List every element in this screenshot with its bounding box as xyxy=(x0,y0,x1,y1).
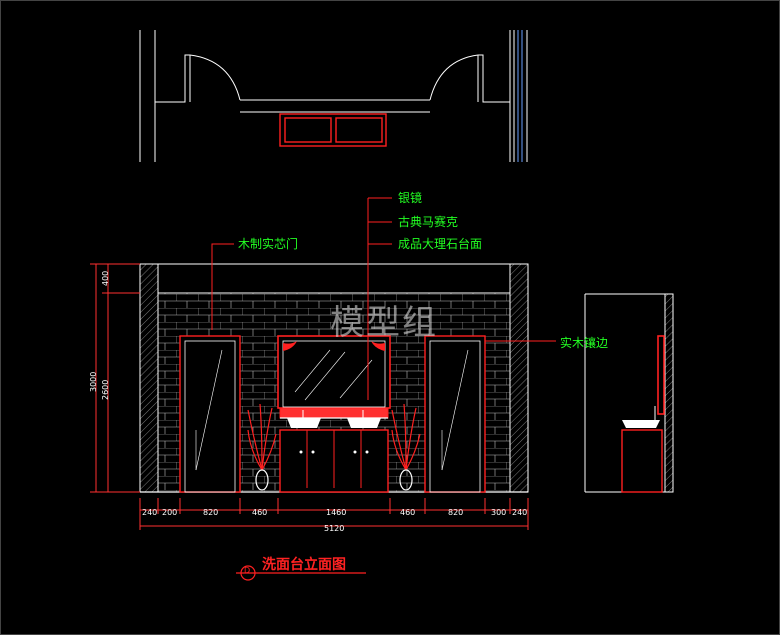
label-wood-edge: 实木镶边 xyxy=(560,336,609,350)
plan-view xyxy=(139,30,528,162)
dim-text-8: 300 xyxy=(491,508,507,517)
plan-vanity xyxy=(279,113,387,147)
dim-total-width: 5120 xyxy=(324,524,345,533)
leader-lines xyxy=(211,197,556,400)
title-block xyxy=(236,565,366,581)
left-door xyxy=(179,335,241,493)
dim-text-7: 820 xyxy=(448,508,464,517)
dim-text-2: 200 xyxy=(162,508,178,517)
right-plant xyxy=(391,403,421,491)
label-classic-mosaic: 古典马赛克 xyxy=(398,215,459,229)
side-elevation xyxy=(584,293,674,493)
drawing-title: 洗面台立面图 xyxy=(262,557,346,573)
dim-vertical-main: 2600 xyxy=(101,379,110,400)
right-door xyxy=(424,335,486,493)
vanity xyxy=(279,407,389,493)
dim-text-5: 1460 xyxy=(326,508,347,517)
left-plant xyxy=(247,403,277,491)
dim-vertical-top: 400 xyxy=(101,270,110,286)
mirror xyxy=(277,335,391,409)
dim-text-6: 460 xyxy=(400,508,416,517)
label-wood-door: 木制实芯门 xyxy=(238,237,299,251)
label-marble-top: 成品大理石台面 xyxy=(398,237,483,251)
title-symbol: D xyxy=(244,566,251,575)
dimension-lines xyxy=(90,263,529,530)
dim-text-3: 820 xyxy=(203,508,219,517)
dim-text-1: 240 xyxy=(142,508,158,517)
dim-text-4: 460 xyxy=(252,508,268,517)
dim-vertical-total: 3000 xyxy=(89,371,98,392)
dim-text-9: 240 xyxy=(512,508,528,517)
watermark: 模型组 xyxy=(330,303,438,343)
label-silver-mirror: 银镜 xyxy=(398,191,423,205)
